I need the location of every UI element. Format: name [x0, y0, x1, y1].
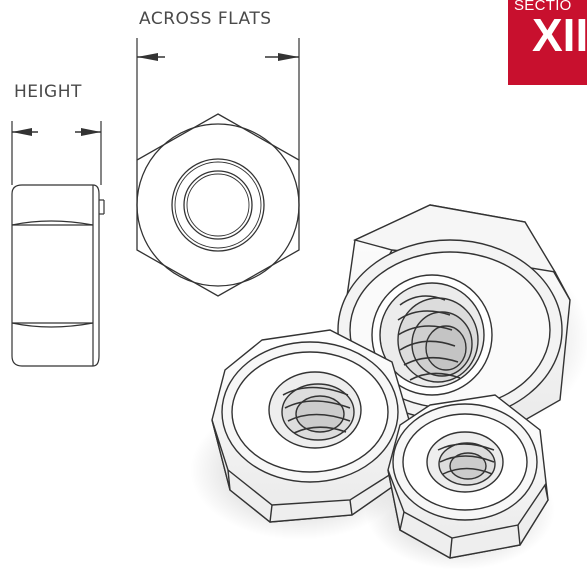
- section-number: XII: [532, 9, 587, 61]
- across-flats-dimension: [136, 38, 300, 160]
- hex-nut-side-view-drawing: [11, 184, 105, 367]
- section-badge-background: [508, 0, 587, 85]
- section-badge[interactable]: SECTIO XII: [508, 0, 587, 85]
- hex-nuts-3d-illustration: [190, 204, 587, 569]
- hex-nut-top-view-drawing: [136, 113, 300, 297]
- height-dimension: [11, 121, 102, 185]
- across-flats-label: ACROSS FLATS: [139, 9, 272, 29]
- height-label: HEIGHT: [14, 82, 82, 102]
- section-word: SECTIO: [514, 0, 572, 14]
